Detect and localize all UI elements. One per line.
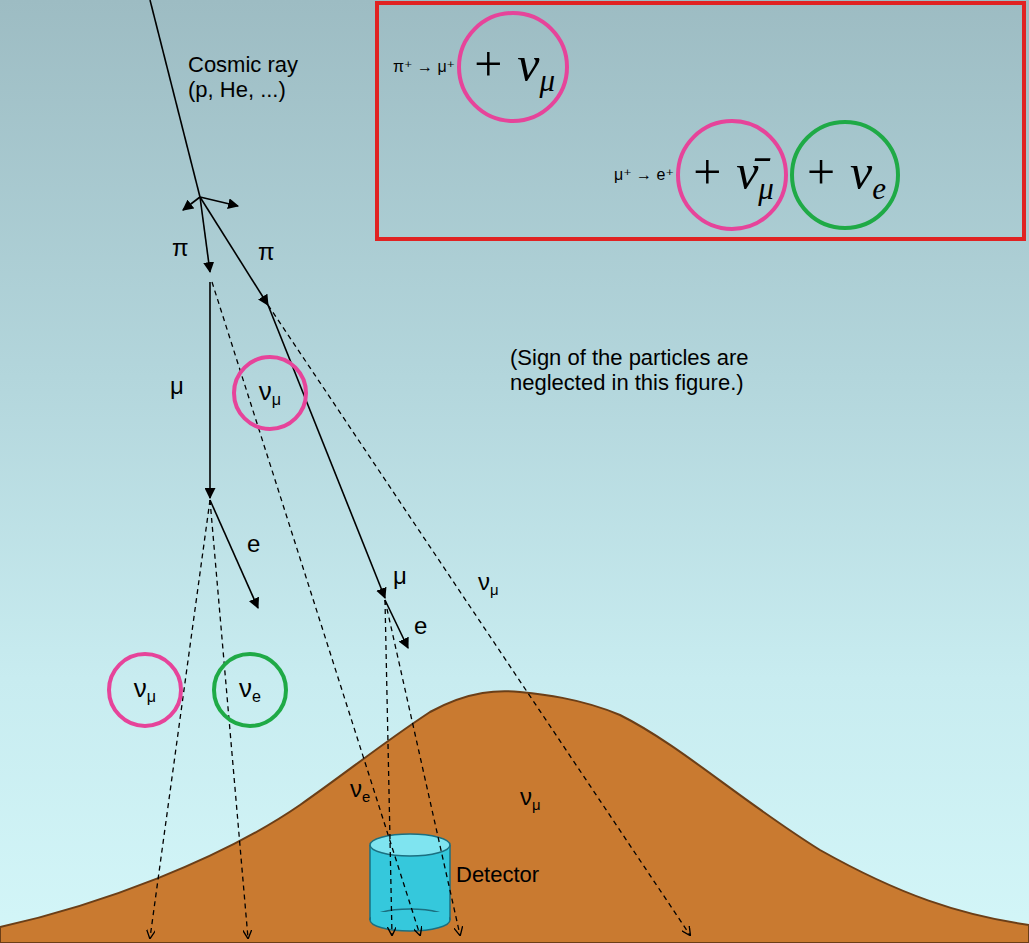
particle-label: e — [414, 612, 427, 640]
annotation-note: Cosmic ray (p, He, ...) — [188, 52, 318, 103]
equation-text: + νμ — [471, 39, 555, 96]
neutrino-track — [268, 305, 690, 935]
fragment-track — [183, 197, 200, 210]
symbol-text: + ν — [804, 144, 872, 200]
particle-label: νμ — [520, 783, 541, 814]
subscript-text: e — [362, 789, 370, 805]
neutrino-track — [385, 600, 460, 935]
neutrino-circle: νμ — [107, 652, 183, 728]
neutrino-circle: + νμ — [457, 11, 569, 123]
neutrino-circle: νμ — [232, 355, 308, 431]
symbol-text: ν — [259, 376, 272, 406]
particle-tracks — [150, 0, 408, 648]
symbol-text: ν — [239, 673, 252, 703]
symbol-text: ν — [350, 775, 362, 802]
subscript-text: μ — [758, 170, 774, 205]
subscript-text: μ — [490, 582, 499, 598]
pion-track — [200, 197, 210, 272]
neutrino-label: π⁺ → μ⁺ — [393, 59, 455, 75]
particle-label: νe — [350, 775, 370, 806]
equation-text: + ν̄μ — [690, 147, 774, 204]
particle-label: μ — [393, 562, 407, 590]
electron-track — [385, 600, 408, 648]
symbol-text: ν — [520, 783, 532, 810]
neutrino-label: μ⁺ → e⁺ — [614, 167, 674, 183]
neutrino-track — [210, 500, 248, 938]
neutrino-label: νμ — [134, 675, 156, 704]
neutrino-circle: + νe — [790, 120, 900, 230]
neutrino-label: νμ — [259, 378, 281, 407]
detector-fill — [371, 912, 449, 920]
equation-box: π⁺ → μ⁺μ⁺ → e⁺+ νμ+ ν̄μ+ νe — [375, 1, 1026, 241]
neutrino-label: νe — [239, 675, 261, 704]
neutrino-circle: + ν̄μ — [676, 119, 788, 231]
particle-label: νμ — [478, 568, 499, 599]
symbol-text: + ν̄ — [690, 144, 758, 200]
subscript-text: μ — [532, 797, 541, 813]
particle-label: Detector — [456, 862, 539, 887]
neutrino-track — [385, 600, 392, 935]
symbol-text: ν — [478, 568, 490, 595]
particle-label: π — [258, 238, 275, 266]
particle-label: e — [247, 530, 260, 558]
detector-symbol — [370, 834, 450, 931]
annotation-note: (Sign of the particles are neglected in … — [510, 345, 760, 396]
symbol-text: ν — [134, 673, 147, 703]
neutrino-track — [150, 500, 210, 938]
subscript-text: μ — [147, 688, 156, 706]
neutrino-track — [212, 282, 420, 935]
detector-side — [369, 845, 371, 920]
detector-bottom — [370, 909, 450, 931]
muon-track — [268, 305, 385, 598]
muon-track — [209, 282, 211, 498]
particle-label: π — [172, 234, 189, 262]
detector-side — [449, 845, 451, 920]
symbol-text: + ν — [471, 36, 539, 92]
subscript-text: μ — [539, 62, 555, 97]
subscript-text: μ — [272, 391, 281, 409]
neutrino-circle: νe — [212, 652, 288, 728]
equation-text: + νe — [804, 147, 886, 204]
subscript-text: e — [872, 170, 886, 205]
particle-label: μ — [170, 372, 184, 400]
subscript-text: e — [252, 688, 261, 706]
